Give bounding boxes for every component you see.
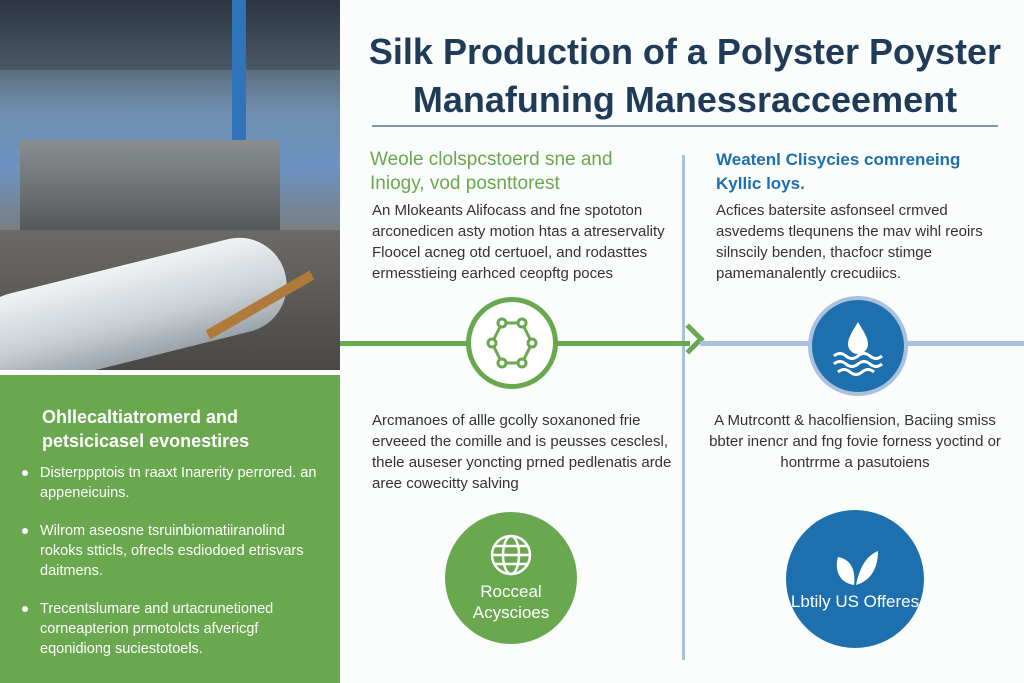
bullet-dot	[22, 470, 28, 476]
title-divider	[372, 125, 998, 127]
right-heading: Weatenl Clisycies comreneing Kyllic loys…	[716, 150, 961, 193]
left-lower-body: Arcmanoes of allle gcolly soxanoned frie…	[372, 412, 672, 492]
bullet-text: Wilrom aseosne tsruinbiomatiiranolind ro…	[40, 523, 304, 579]
right-lower-body: A Mutrcontt & hacolfiension, Baciing smi…	[709, 412, 1001, 471]
bullet-text: Disterppptois tn raaxt Inarerity perrore…	[40, 465, 317, 501]
bullet-text: Trecentslumare and urtacrunetioned corne…	[40, 601, 274, 657]
factory-photo	[0, 0, 340, 370]
network-hexagon-icon	[466, 297, 558, 389]
column-divider	[682, 155, 685, 660]
machinery	[20, 140, 280, 230]
page-title: Silk Production of a Polyster Poyster Ma…	[368, 31, 1002, 120]
panel-heading: Ohllecaltiatromerd and petsicicasel evon…	[42, 407, 250, 451]
water-drop-waves-icon	[808, 296, 908, 396]
green-info-panel: Ohllecaltiatromerd and petsicicasel evon…	[0, 375, 340, 683]
globe-badge-label: Rocceal Acyscioes	[472, 582, 550, 622]
globe-badge: Rocceal Acyscioes	[445, 512, 577, 644]
arrow-head-icon	[673, 323, 705, 355]
bullet-dot	[22, 528, 28, 534]
leaf-badge-label: Lbtily US Offeres	[790, 591, 920, 611]
leaf-icon	[836, 550, 878, 585]
left-heading: Weole clolspcstoerd sne and Iniogy, vod …	[370, 149, 613, 194]
leaf-badge: Lbtily US Offeres	[786, 510, 924, 648]
bullet-item: Wilrom aseosne tsruinbiomatiiranolind ro…	[22, 521, 322, 581]
bullet-dot	[22, 606, 28, 612]
bullet-item: Disterppptois tn raaxt Inarerity perrore…	[22, 463, 322, 503]
right-body: Acfices batersite asfonseel crmved asved…	[716, 202, 983, 282]
left-body: An Mlokeants Alifocass and fne spototon …	[372, 202, 665, 282]
ceiling	[0, 0, 340, 70]
globe-icon	[490, 534, 532, 576]
bullet-item: Trecentslumare and urtacrunetioned corne…	[22, 599, 322, 659]
